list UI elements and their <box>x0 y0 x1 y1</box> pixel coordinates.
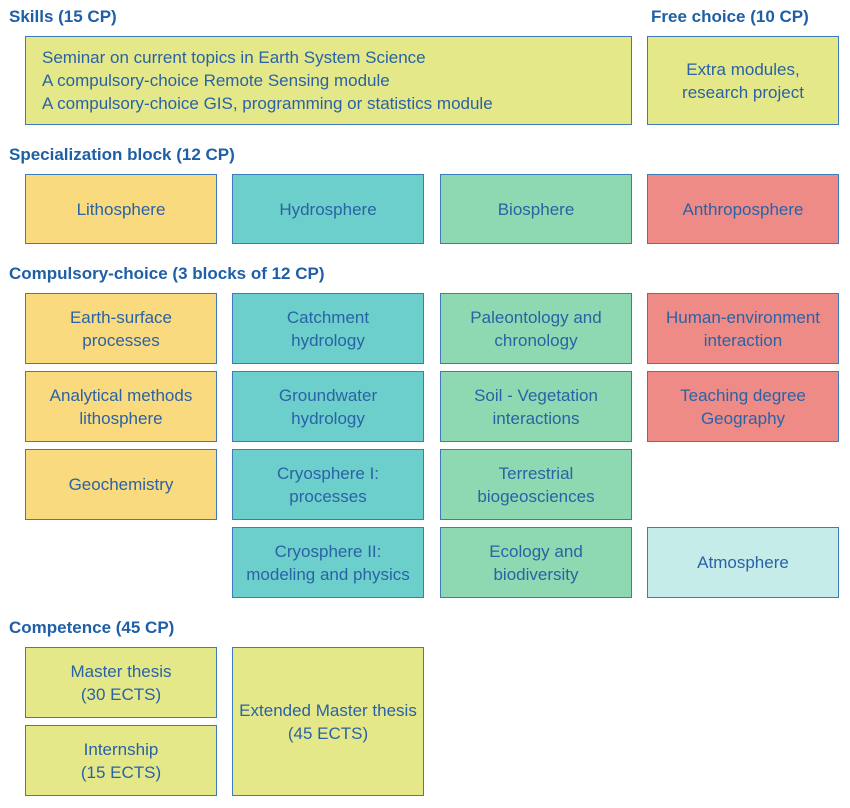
module-groundwater-hydrology: Groundwater hydrology <box>232 371 424 442</box>
module-ecology-biodiversity: Ecology and biodiversity <box>440 527 632 598</box>
module-analytical-methods: Analytical methods lithosphere <box>25 371 217 442</box>
specialization-lithosphere: Lithosphere <box>25 174 217 244</box>
module-paleontology: Paleontology and chronology <box>440 293 632 364</box>
module-label: Catchment hydrology <box>286 307 370 350</box>
module-label: Analytical methods lithosphere <box>49 385 193 428</box>
skills-line-remote-sensing: A compulsory-choice Remote Sensing modul… <box>42 71 390 90</box>
module-label: Ecology and biodiversity <box>489 541 583 584</box>
module-cryosphere-1: Cryosphere I: processes <box>232 449 424 520</box>
free-choice-box: Extra modules, research project <box>647 36 839 125</box>
module-cryosphere-2: Cryosphere II: modeling and physics <box>232 527 424 598</box>
skills-line-seminar: Seminar on current topics in Earth Syste… <box>42 48 426 67</box>
module-earth-surface-processes: Earth-surface processes <box>25 293 217 364</box>
specialization-anthroposphere-label: Anthroposphere <box>682 199 804 219</box>
module-label: Teaching degree Geography <box>680 385 806 428</box>
specialization-hydrosphere: Hydrosphere <box>232 174 424 244</box>
module-label: Groundwater hydrology <box>278 385 378 428</box>
module-label: Cryosphere I: processes <box>276 463 380 506</box>
module-label: Human-environment interaction <box>665 307 820 350</box>
module-label: Terrestrial biogeosciences <box>477 463 595 506</box>
module-label: Paleontology and chronology <box>470 307 602 350</box>
compulsory-choice-heading: Compulsory-choice (3 blocks of 12 CP) <box>9 264 325 283</box>
module-label: Earth-surface processes <box>69 307 173 350</box>
module-catchment-hydrology: Catchment hydrology <box>232 293 424 364</box>
extended-master-thesis-box: Extended Master thesis (45 ECTS) <box>232 647 424 796</box>
specialization-lithosphere-label: Lithosphere <box>76 199 166 219</box>
extended-master-thesis-label: Extended Master thesis (45 ECTS) <box>239 700 417 743</box>
specialization-hydrosphere-label: Hydrosphere <box>279 199 377 219</box>
internship-box: Internship (15 ECTS) <box>25 725 217 796</box>
skills-box: Seminar on current topics in Earth Syste… <box>25 36 632 125</box>
skills-line-gis: A compulsory-choice GIS, programming or … <box>42 94 493 113</box>
specialization-heading: Specialization block (12 CP) <box>9 145 235 164</box>
specialization-biosphere: Biosphere <box>440 174 632 244</box>
module-label: Geochemistry <box>68 475 174 494</box>
free-choice-text: Extra modules, research project <box>682 59 804 102</box>
master-thesis-box: Master thesis (30 ECTS) <box>25 647 217 718</box>
specialization-anthroposphere: Anthroposphere <box>647 174 839 244</box>
specialization-biosphere-label: Biosphere <box>497 199 575 219</box>
module-label: Cryosphere II: modeling and physics <box>246 541 410 584</box>
competence-heading: Competence (45 CP) <box>9 618 175 637</box>
module-soil-vegetation: Soil - Vegetation interactions <box>440 371 632 442</box>
module-geochemistry: Geochemistry <box>25 449 217 520</box>
module-atmosphere: Atmosphere <box>647 527 839 598</box>
internship-label: Internship (15 ECTS) <box>80 739 162 782</box>
module-teaching-degree: Teaching degree Geography <box>647 371 839 442</box>
module-human-environment: Human-environment interaction <box>647 293 839 364</box>
module-label: Atmosphere <box>697 553 789 572</box>
free-choice-heading: Free choice (10 CP) <box>651 7 809 26</box>
skills-heading: Skills (15 CP) <box>9 7 117 26</box>
master-thesis-label: Master thesis (30 ECTS) <box>70 661 172 704</box>
module-terrestrial-biogeosciences: Terrestrial biogeosciences <box>440 449 632 520</box>
module-label: Soil - Vegetation interactions <box>474 385 598 428</box>
